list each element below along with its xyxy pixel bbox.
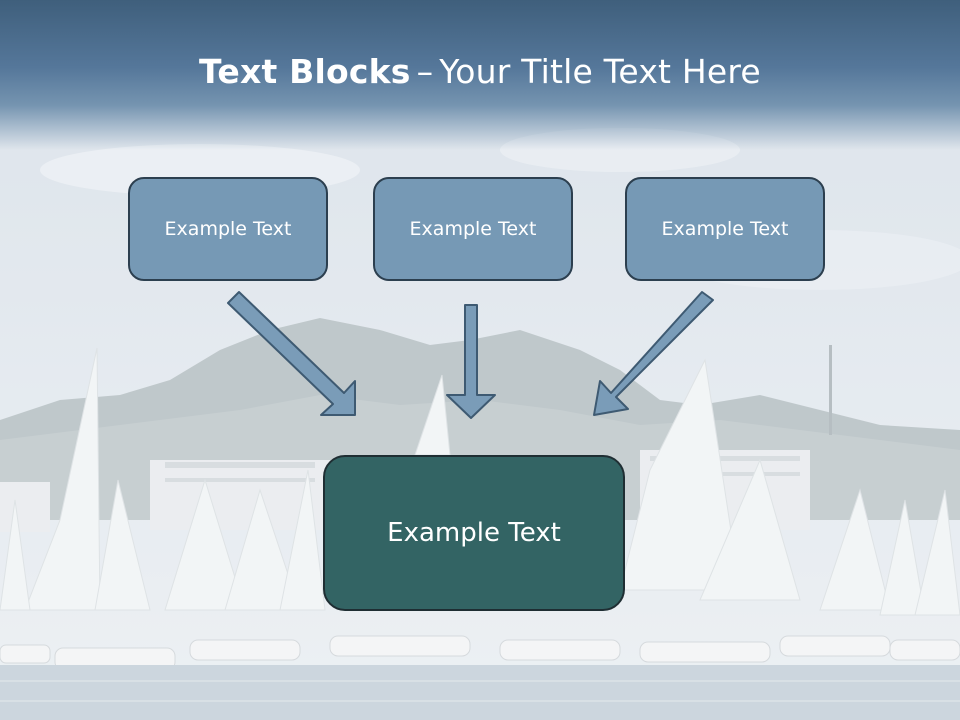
page-title: Text Blocks–Your Title Text Here xyxy=(0,52,960,91)
center-block: Example Text xyxy=(323,455,625,611)
title-separator: – xyxy=(416,52,434,91)
text-block-1: Example Text xyxy=(128,177,328,281)
text-block-3: Example Text xyxy=(625,177,825,281)
text-block-2: Example Text xyxy=(373,177,573,281)
title-bold: Text Blocks xyxy=(199,52,411,91)
center-block-label: Example Text xyxy=(387,518,561,548)
text-block-2-label: Example Text xyxy=(409,218,537,240)
title-band xyxy=(0,0,960,150)
text-block-1-label: Example Text xyxy=(164,218,292,240)
title-rest: Your Title Text Here xyxy=(439,52,761,91)
arrow-center xyxy=(446,304,496,419)
arrow-left xyxy=(227,291,356,416)
arrow-right xyxy=(593,291,714,416)
text-block-3-label: Example Text xyxy=(661,218,789,240)
